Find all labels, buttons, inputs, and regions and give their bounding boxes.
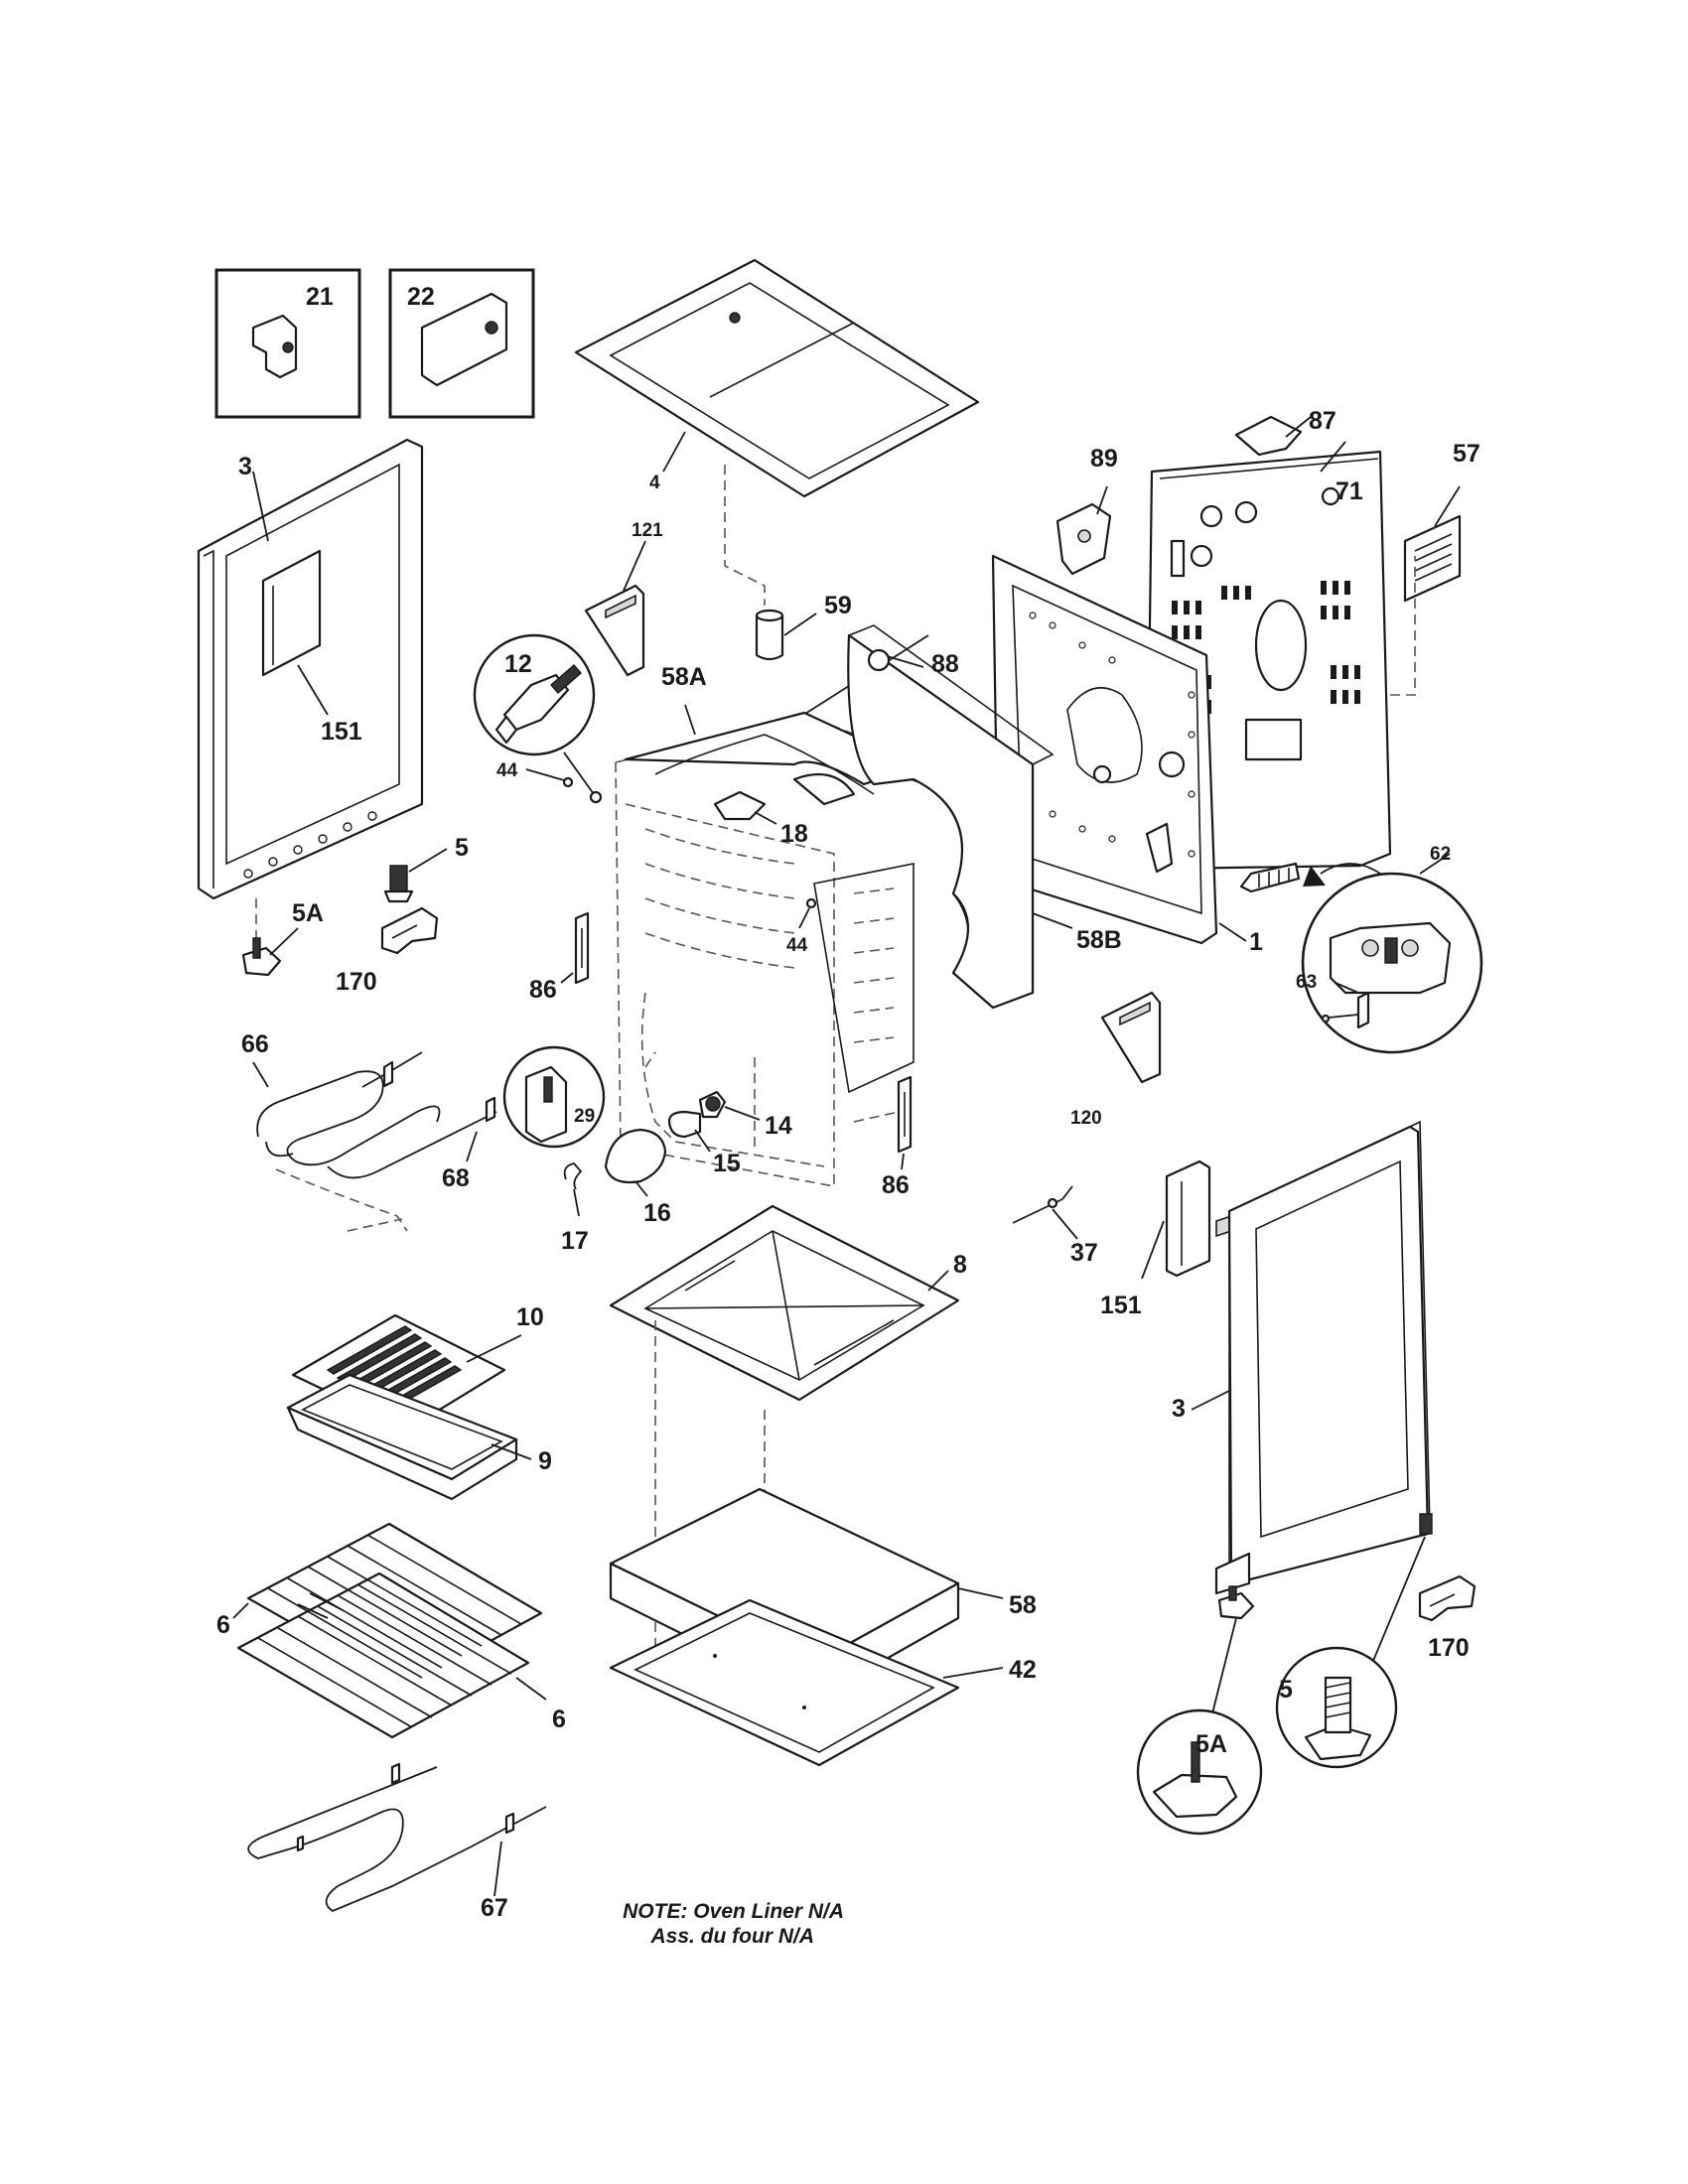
part-120-bracket: 120 xyxy=(1070,991,1162,1129)
callout-58A: 58A xyxy=(661,663,707,691)
part-5A-right-leg: 5A xyxy=(1136,1585,1263,1836)
callout-6-a: 6 xyxy=(216,1611,230,1639)
callout-21: 21 xyxy=(306,283,334,311)
callout-68: 68 xyxy=(442,1164,470,1192)
part-9-broiler-pan: 9 xyxy=(286,1373,552,1501)
part-5A-left-leg: 5A xyxy=(241,899,324,977)
part-16-light-lens: 16 xyxy=(604,1128,671,1227)
callout-87: 87 xyxy=(1309,407,1336,435)
part-15-light-bulb: 15 xyxy=(667,1110,741,1177)
callout-12: 12 xyxy=(504,650,532,678)
callout-89: 89 xyxy=(1090,445,1118,473)
callout-6-b: 6 xyxy=(552,1706,566,1733)
part-37-wire: 37 xyxy=(1012,1185,1098,1267)
callout-8: 8 xyxy=(953,1251,967,1279)
callout-1: 1 xyxy=(1249,928,1263,956)
callout-44-a: 44 xyxy=(496,760,518,781)
callout-71: 71 xyxy=(1336,478,1363,505)
note-line-1: NOTE: Oven Liner N/A xyxy=(623,1900,844,1923)
callout-22: 22 xyxy=(407,283,435,311)
part-17-clip: 17 xyxy=(561,1162,589,1255)
callout-5A-left: 5A xyxy=(292,899,324,927)
callout-16: 16 xyxy=(643,1199,671,1227)
callout-5A-right: 5A xyxy=(1196,1730,1227,1758)
part-67-bake-element: 67 xyxy=(247,1762,547,1922)
note-line-2: Ass. du four N/A xyxy=(650,1925,814,1948)
callout-57: 57 xyxy=(1453,440,1480,468)
callout-121: 121 xyxy=(632,520,663,541)
part-29-inset: 29 xyxy=(502,1045,656,1149)
part-5-left-leveler: 5 xyxy=(255,834,469,943)
callout-88: 88 xyxy=(931,650,959,678)
callout-5-left: 5 xyxy=(455,834,469,862)
oven-liner-note: NOTE: Oven Liner N/A Ass. du four N/A xyxy=(536,1899,844,1949)
part-57-vent-cover: 57 xyxy=(1403,440,1480,603)
part-3-left-side-panel: 3 151 xyxy=(197,438,424,900)
part-14-light-socket: 14 xyxy=(698,1090,792,1140)
callout-15: 15 xyxy=(713,1150,741,1177)
part-170-right-bracket: 170 xyxy=(1418,1574,1477,1662)
callout-170-right: 170 xyxy=(1428,1634,1470,1662)
part-5-right-leveler: 5 xyxy=(1275,1513,1433,1769)
callout-29: 29 xyxy=(574,1106,595,1127)
callout-37: 37 xyxy=(1070,1239,1098,1267)
part-12-inset: 12 xyxy=(473,633,603,804)
part-8-oven-bottom: 8 xyxy=(609,1204,967,1727)
part-59-spacer: 59 xyxy=(755,592,852,661)
part-6-oven-racks: 6 6 xyxy=(216,1522,566,1739)
part-22-inset: 22 xyxy=(388,268,535,419)
part-21-inset: 21 xyxy=(214,268,361,419)
callout-58: 58 xyxy=(1009,1591,1037,1619)
part-18-bracket: 18 xyxy=(713,790,808,848)
callout-120: 120 xyxy=(1070,1108,1102,1129)
callout-62: 62 xyxy=(1430,844,1451,865)
part-121-bracket: 121 xyxy=(584,520,663,677)
callout-10: 10 xyxy=(516,1303,544,1331)
part-86-right-rack-support: 86 xyxy=(853,1075,913,1199)
callout-170-left: 170 xyxy=(336,968,377,996)
callout-4: 4 xyxy=(649,473,660,493)
callout-9: 9 xyxy=(538,1447,552,1475)
part-151-right-bracket: 151 xyxy=(1100,1160,1232,1319)
part-62-terminal-block-inset: 62 63 xyxy=(1239,844,1483,1054)
callout-44-b: 44 xyxy=(786,935,808,956)
part-87-clip: 87 xyxy=(1234,407,1336,457)
part-170-left-bracket: 170 xyxy=(336,906,439,996)
part-42-bottom-tray: 42 xyxy=(609,1598,1037,1767)
part-89-bracket: 89 xyxy=(1055,445,1118,576)
part-86-left-rack-support: 86 xyxy=(529,911,590,1004)
callout-5-right: 5 xyxy=(1279,1676,1293,1704)
callout-67: 67 xyxy=(481,1894,508,1922)
callout-18: 18 xyxy=(780,820,808,848)
callout-3-right: 3 xyxy=(1172,1395,1186,1423)
callout-66: 66 xyxy=(241,1030,269,1058)
oven-cavity-and-insulation: 58A 58B xyxy=(615,624,1122,1187)
part-3-right-side-panel: 3 xyxy=(1172,1120,1431,1595)
part-68-wire: 68 xyxy=(275,1131,478,1232)
callout-3-left: 3 xyxy=(238,453,252,480)
part-66-broil-element: 66 xyxy=(241,1030,497,1179)
callout-151-right: 151 xyxy=(1100,1292,1142,1319)
callout-151-left: 151 xyxy=(321,718,362,746)
callout-58B: 58B xyxy=(1076,926,1122,954)
callout-86-left: 86 xyxy=(529,976,557,1004)
callout-86-right: 86 xyxy=(882,1171,910,1199)
part-4-top-panel: 4 xyxy=(574,258,980,606)
callout-59: 59 xyxy=(824,592,852,619)
callout-42: 42 xyxy=(1009,1656,1037,1684)
callout-17: 17 xyxy=(561,1227,589,1255)
callout-14: 14 xyxy=(765,1112,792,1140)
part-44-screws: 44 44 xyxy=(496,760,817,956)
callout-63: 63 xyxy=(1296,972,1317,993)
